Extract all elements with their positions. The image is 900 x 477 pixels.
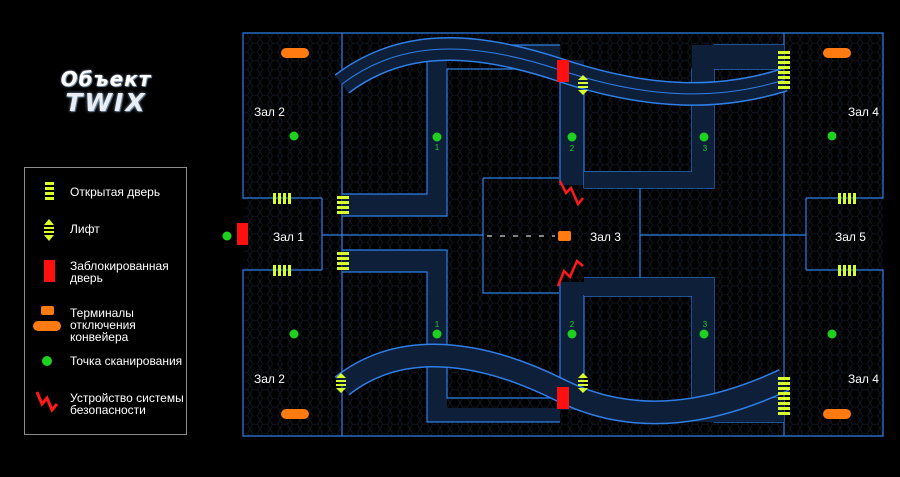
conveyor-terminal-icon [33, 306, 61, 331]
legend-label-scan: Точка сканирования [70, 354, 183, 368]
locked-door-icon [44, 260, 55, 282]
legend-item-elevator: Лифт [25, 216, 188, 246]
lane-number-upper-2: 2 [570, 144, 575, 153]
hall-label-4-bottom: Зал 4 [848, 372, 879, 386]
hall-label-3: Зал 3 [590, 230, 621, 244]
legend-label-open-door: Открытая дверь [70, 185, 161, 199]
scan-point[interactable] [222, 231, 232, 241]
logo-line-1: Объект [60, 67, 152, 91]
legend-item-locked-door: Заблокированная дверь [25, 256, 188, 286]
conveyor-terminal[interactable] [823, 409, 851, 419]
scan-point[interactable] [827, 329, 837, 339]
lane-number-upper-1: 1 [435, 143, 440, 152]
scan-point[interactable] [827, 131, 837, 141]
logo-line-2: TWIX [65, 88, 147, 117]
scan-point[interactable] [699, 132, 709, 142]
conveyor-terminal[interactable] [281, 409, 309, 419]
locked-door[interactable] [557, 387, 569, 409]
hall-label-5: Зал 5 [835, 230, 866, 244]
lane-number-lower-1: 1 [435, 320, 440, 329]
scan-point[interactable] [289, 329, 299, 339]
scan-point[interactable] [289, 131, 299, 141]
open-door-icon [45, 182, 54, 200]
legend-item-terminal: Терминалы отключения конвейера [25, 304, 188, 343]
legend-label-security: Устройство системы безопасности [70, 391, 184, 417]
upper-channels [342, 44, 784, 217]
lane-number-lower-2: 2 [570, 320, 575, 329]
legend-item-open-door: Открытая дверь [25, 180, 188, 210]
conveyor-terminal[interactable] [558, 231, 571, 241]
legend: Открытая дверь Лифт Заблокированная двер… [24, 167, 187, 435]
lane-number-lower-3: 3 [703, 320, 708, 329]
hall-label-2-top: Зал 2 [254, 105, 285, 119]
locked-door[interactable] [557, 60, 569, 82]
logo: Объект TWIX [20, 68, 192, 116]
security-device-icon [35, 391, 59, 413]
scan-point[interactable] [432, 132, 442, 142]
legend-label-terminal: Терминалы отключения конвейера [70, 306, 136, 344]
legend-label-elevator: Лифт [70, 222, 100, 236]
conveyor-terminal[interactable] [823, 48, 851, 58]
security-device[interactable] [556, 258, 584, 287]
scan-point[interactable] [567, 329, 577, 339]
legend-label-locked-door: Заблокированная дверь [70, 259, 169, 285]
scan-point[interactable] [567, 132, 577, 142]
scan-point[interactable] [432, 329, 442, 339]
legend-item-scan: Точка сканирования [25, 346, 188, 376]
conveyor-terminal[interactable] [281, 48, 309, 58]
hall-label-1: Зал 1 [273, 230, 304, 244]
lane-number-upper-3: 3 [703, 144, 708, 153]
elevator-icon [44, 219, 54, 241]
security-device[interactable] [558, 180, 584, 207]
locked-door[interactable] [237, 223, 248, 245]
scan-point-icon [42, 356, 52, 366]
hall-label-4-top: Зал 4 [848, 105, 879, 119]
scan-point[interactable] [699, 329, 709, 339]
legend-item-security: Устройство системы безопасности [25, 386, 188, 416]
hall-label-2-bottom: Зал 2 [254, 372, 285, 386]
